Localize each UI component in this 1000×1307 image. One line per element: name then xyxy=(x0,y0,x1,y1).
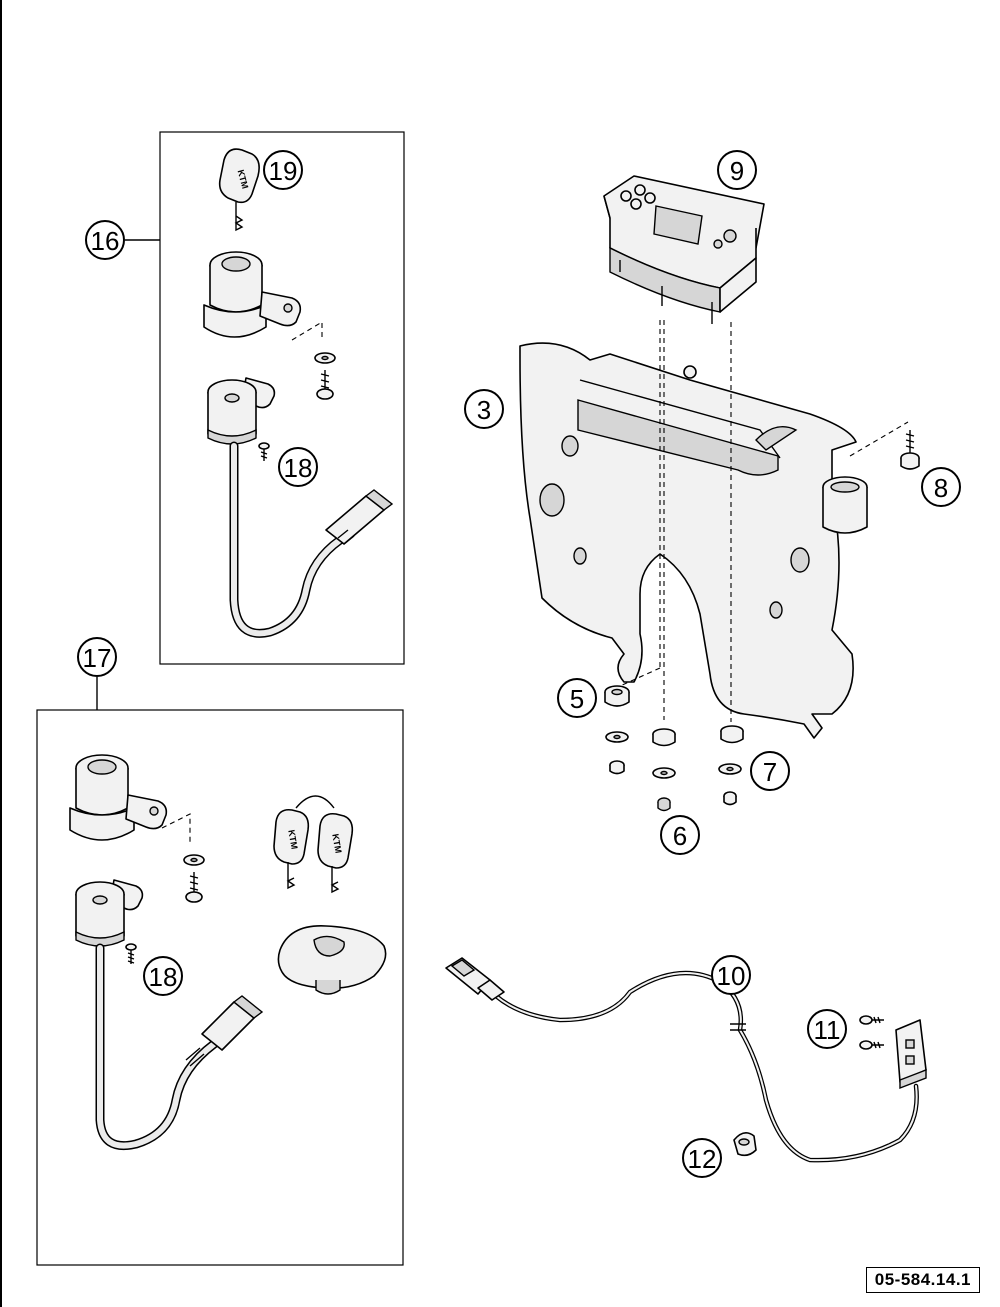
tank-cap-17 xyxy=(277,925,387,995)
washers-right xyxy=(718,725,744,806)
screw-17 xyxy=(185,872,203,903)
connector-16 xyxy=(325,489,394,545)
callout-17: 17 xyxy=(77,637,117,677)
callout-3: 3 xyxy=(464,389,504,429)
callout-18b: 18 xyxy=(143,956,183,996)
callout-16: 16 xyxy=(85,220,125,260)
callout-7: 7 xyxy=(750,751,790,791)
svg-text:16: 16 xyxy=(91,226,120,256)
svg-text:10: 10 xyxy=(717,961,746,991)
screws-11 xyxy=(859,1015,884,1050)
svg-text:5: 5 xyxy=(570,684,584,714)
screw-16 xyxy=(316,370,334,400)
callout-18a: 18 xyxy=(278,447,318,487)
ignition-lock-17 xyxy=(69,754,168,841)
callout-11: 11 xyxy=(807,1009,847,1049)
document-number: 05-584.14.1 xyxy=(865,1267,980,1293)
svg-text:3: 3 xyxy=(477,395,491,425)
callout-6: 6 xyxy=(660,815,700,855)
svg-text:18: 18 xyxy=(284,453,313,483)
cable-10-clip xyxy=(730,1023,746,1031)
svg-text:8: 8 xyxy=(934,473,948,503)
dash-9a xyxy=(619,320,661,687)
callout-12: 12 xyxy=(682,1138,722,1178)
sensor-holder-11 xyxy=(895,1019,927,1090)
dash-17a xyxy=(161,813,191,844)
key-logo-17b: KTM xyxy=(330,833,343,854)
svg-text:17: 17 xyxy=(83,643,112,673)
key-logo-19: KTM xyxy=(236,169,251,190)
group-17-box xyxy=(36,709,404,1266)
svg-text:11: 11 xyxy=(814,1015,841,1045)
svg-text:18: 18 xyxy=(149,962,178,992)
bracket-3 xyxy=(519,342,857,739)
callout-8: 8 xyxy=(921,467,961,507)
dash-8 xyxy=(849,421,909,457)
key-pair-17: KTM KTM xyxy=(273,795,354,894)
group-16-box xyxy=(159,131,405,665)
lock-cylinder-16 xyxy=(207,377,276,445)
svg-text:6: 6 xyxy=(673,821,687,851)
svg-text:7: 7 xyxy=(763,757,777,787)
svg-text:9: 9 xyxy=(730,156,744,186)
washers-left xyxy=(605,731,629,775)
callout-9: 9 xyxy=(717,150,757,190)
screw-18b xyxy=(125,943,137,964)
connector-10 xyxy=(445,957,505,1001)
svg-text:12: 12 xyxy=(688,1144,717,1174)
key-logo-17a: KTM xyxy=(286,829,299,850)
callout-5: 5 xyxy=(557,678,597,718)
key-part-19: KTM xyxy=(218,148,260,232)
ignition-lock-16 xyxy=(203,251,302,338)
svg-text:19: 19 xyxy=(269,156,298,186)
screw-8 xyxy=(900,430,920,470)
screw-18a xyxy=(258,442,270,461)
cable-10 xyxy=(493,970,919,1163)
instrument-9 xyxy=(603,175,765,324)
washers-center xyxy=(652,728,676,812)
callout-10: 10 xyxy=(711,955,751,995)
clamp-3 xyxy=(822,476,868,534)
callout-19: 19 xyxy=(263,150,303,190)
clip-12 xyxy=(733,1132,757,1157)
rubber-5 xyxy=(604,685,630,707)
dash-16a xyxy=(291,321,323,341)
lock-cylinder-17 xyxy=(75,879,144,947)
connector-17 xyxy=(185,995,264,1067)
